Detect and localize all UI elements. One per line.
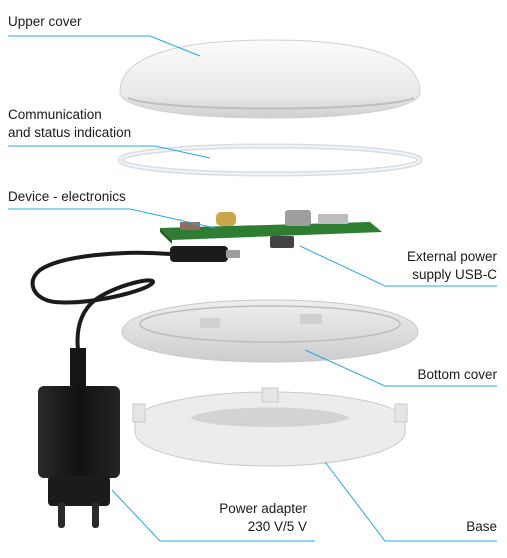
leader-base	[324, 461, 497, 542]
label-communication-line2: and status indication	[8, 125, 132, 140]
light-guide-ring	[117, 143, 423, 177]
label-adapter-line1: Power adapter	[219, 501, 307, 516]
upper-cover-part	[119, 39, 421, 119]
label-base: Base	[466, 519, 497, 534]
power-adapter	[38, 348, 120, 528]
label-usb-line1: External power	[406, 249, 497, 264]
leader-bottom-cover	[304, 349, 497, 387]
leader-lines	[8, 35, 497, 542]
pcb-electronics	[160, 210, 382, 248]
base-part	[132, 387, 408, 467]
leader-power-adapter	[111, 489, 315, 542]
leader-usb-c	[299, 245, 497, 287]
label-usb-line2: supply USB-C	[412, 267, 497, 282]
leader-upper-cover	[8, 35, 201, 57]
leader-communication	[8, 145, 211, 159]
label-communication-line1: Communication	[8, 107, 102, 122]
usb-cable	[30, 246, 240, 351]
label-bottom-cover: Bottom cover	[417, 367, 497, 382]
label-adapter-line2: 230 V/5 V	[247, 519, 307, 534]
label-upper-cover: Upper cover	[8, 14, 82, 29]
leader-electronics	[8, 208, 216, 229]
bottom-cover-part	[121, 299, 419, 363]
label-electronics: Device - electronics	[8, 189, 126, 204]
